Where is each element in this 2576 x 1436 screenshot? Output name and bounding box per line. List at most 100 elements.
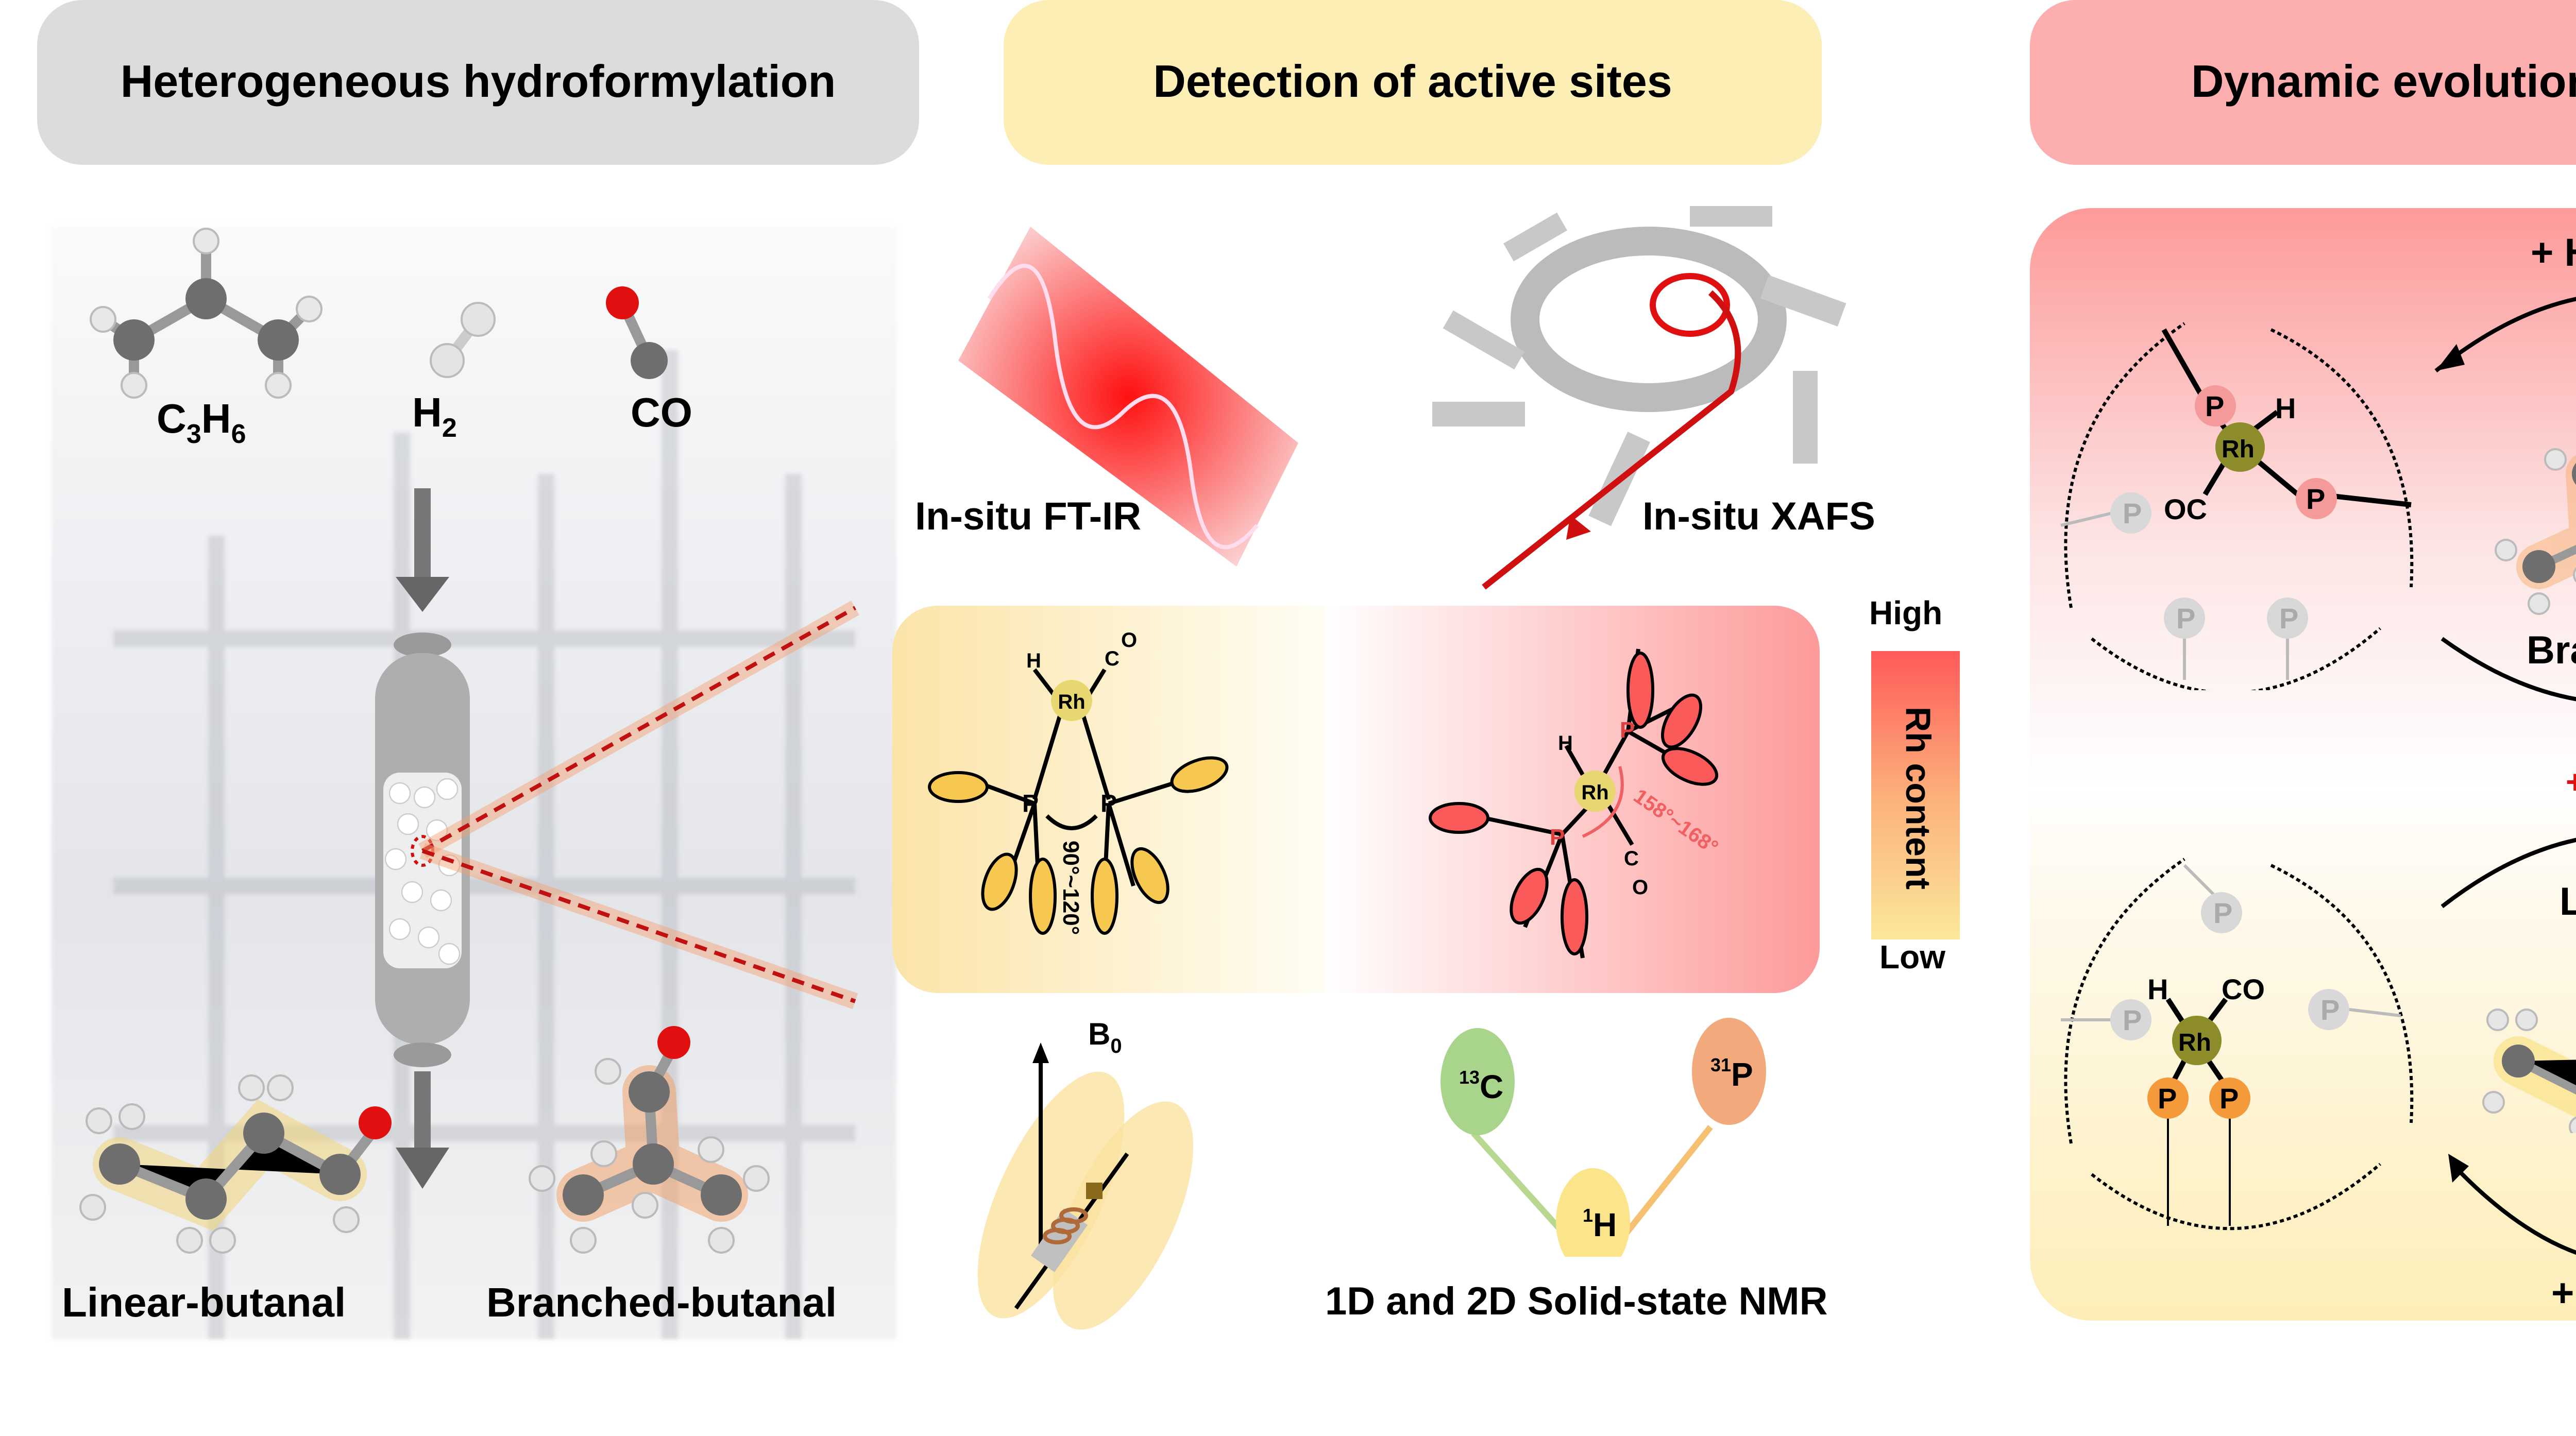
linear-label: Linear [2560, 882, 2576, 927]
h-label: H [1558, 732, 1573, 755]
linear-aldehyde-molecule [2482, 1008, 2576, 1133]
header-title: Heterogeneous hydroformylation [120, 56, 836, 107]
branched-butanal-label: Branched-butanal [486, 1281, 837, 1327]
p-label: P [1022, 790, 1039, 817]
p-label: P [1100, 790, 1117, 817]
header-title: Dynamic evolution of hemilabile coordina… [2191, 56, 2576, 107]
b0-main: B [1088, 1018, 1111, 1053]
linear-butanal-label: Linear-butanal [62, 1281, 346, 1327]
reagent-text: + H [2551, 1273, 2576, 1317]
cycle-arrow-icon [2436, 344, 2465, 371]
carbon-monoxide-molecule [606, 286, 668, 379]
p-atom-orange [2147, 1078, 2189, 1119]
p-atom-orange [2209, 1078, 2250, 1119]
h-label: H [2275, 392, 2296, 424]
rh-atom [1574, 771, 1616, 812]
branched-butanal-molecule [529, 1026, 770, 1254]
formula-sub: 3 [186, 418, 201, 449]
nmr-rotor-icon [977, 1042, 1194, 1330]
p-label-inactive: P [2123, 1004, 2142, 1036]
rh-content-scale-bar [1871, 651, 1960, 939]
plus-sign: + [2566, 763, 2576, 800]
co-label: CO [631, 391, 692, 437]
nucleus-symbol: P [1731, 1056, 1753, 1093]
c-label: C [1624, 847, 1639, 870]
h-label: H [2147, 973, 2168, 1005]
p-label: P [2219, 1082, 2239, 1115]
scale-title: Rh content [1898, 707, 1937, 890]
p-label-inactive: P [2213, 897, 2232, 929]
propene-addition: + [2566, 763, 2576, 800]
svg-text:1H: 1H [1583, 1205, 1617, 1243]
nucleus-h1 [1556, 1168, 1630, 1257]
b0-label: B0 [1088, 1018, 1122, 1059]
header-heterogeneous-hydroformylation: Heterogeneous hydroformylation [37, 0, 919, 165]
nucleus-symbol: H [1593, 1206, 1617, 1243]
branched-label: Branched [2527, 630, 2576, 674]
beam-arrow-icon [1566, 515, 1591, 540]
rh-label: Rh [1058, 691, 1085, 713]
formula-h: H [412, 391, 442, 437]
rh-bisphosphine-chelate: Rh H C O P P 90°~120° [928, 629, 1229, 935]
nucleus-c13 [1440, 1028, 1515, 1135]
c-label: C [1105, 647, 1120, 670]
ft-ir-beam-icon [958, 227, 1298, 567]
xafs-label: In-situ XAFS [1642, 497, 1875, 540]
catalytic-cycles-box [2030, 208, 2576, 1321]
header-dynamic-evolution: Dynamic evolution of hemilabile coordina… [2030, 0, 2576, 165]
p-label-inactive: P [2279, 602, 2298, 635]
rh-atom [1051, 680, 1092, 721]
outlet-arrow-icon [396, 1148, 449, 1189]
p-label: P [1620, 717, 1635, 743]
zoom-callout-lines [418, 601, 859, 1010]
bite-angle-label: 90°~120° [1058, 841, 1083, 935]
p-label: P [2306, 483, 2325, 515]
pore-bottom-left: P P Rh H CO P P P [2061, 858, 2414, 1230]
svg-text:31P: 31P [1710, 1054, 1753, 1093]
mass-number: 31 [1710, 1054, 1731, 1075]
formula-sub: 2 [442, 412, 457, 443]
linear-butanal-molecule [79, 1074, 392, 1254]
linear-cycle-arrows [2441, 837, 2576, 1255]
co-label: CO [2222, 973, 2265, 1005]
cycle-arrow-icon [2448, 1154, 2469, 1183]
rh-label: Rh [1581, 781, 1608, 804]
header-title: Detection of active sites [1153, 56, 1672, 107]
p-label-inactive: P [2123, 497, 2142, 529]
b0-sub: 0 [1110, 1036, 1122, 1059]
synchrotron-icon [1432, 206, 1846, 590]
rh-label: Rh [2222, 436, 2255, 463]
nucleus-p31 [1692, 1018, 1766, 1125]
reagent-text: + H [2531, 233, 2576, 276]
propene-label: C3H6 [157, 398, 246, 449]
formula-c: C [157, 398, 187, 443]
branched-cycle-arrows [2434, 297, 2576, 702]
nmr-label: 1D and 2D Solid-state NMR [1325, 1281, 1828, 1325]
p-atom-pink [2195, 385, 2236, 426]
bottom-reagent-label: + H2 / CO [2551, 1273, 2576, 1322]
oc-label: OC [2164, 493, 2207, 525]
p-label: P [2205, 390, 2224, 422]
top-reagent-label: + H2 / CO [2531, 233, 2576, 282]
rh-atom [2172, 1016, 2222, 1065]
pore-top-left: P P Rh H OC P P P [2060, 322, 2414, 690]
nucleus-symbol: C [1480, 1068, 1503, 1105]
rh-label: Rh [2178, 1029, 2211, 1056]
nmr-nuclei-diagram: 13C 31P 1H [1440, 1018, 1766, 1257]
p-label-inactive: P [2176, 602, 2195, 635]
p-label: P [1550, 825, 1565, 850]
svg-text:13C: 13C [1459, 1067, 1503, 1105]
branched-aldehyde-molecule [2495, 448, 2576, 615]
hydrogen-label: H2 [412, 391, 457, 443]
o-label: O [1632, 876, 1648, 899]
formula-h: H [201, 398, 231, 443]
hydrogen-molecule [430, 302, 496, 378]
bite-angle-label: 158°~168° [1630, 784, 1722, 859]
header-detection-of-active-sites: Detection of active sites [1004, 0, 1822, 165]
propene-molecule [90, 228, 323, 399]
formula-sub: 6 [231, 418, 246, 449]
b0-arrow-icon [1032, 1042, 1049, 1063]
h-label: H [1026, 649, 1041, 672]
rh-monophosphine-complex: Rh H P P C O 158°~168° [1429, 648, 1722, 959]
